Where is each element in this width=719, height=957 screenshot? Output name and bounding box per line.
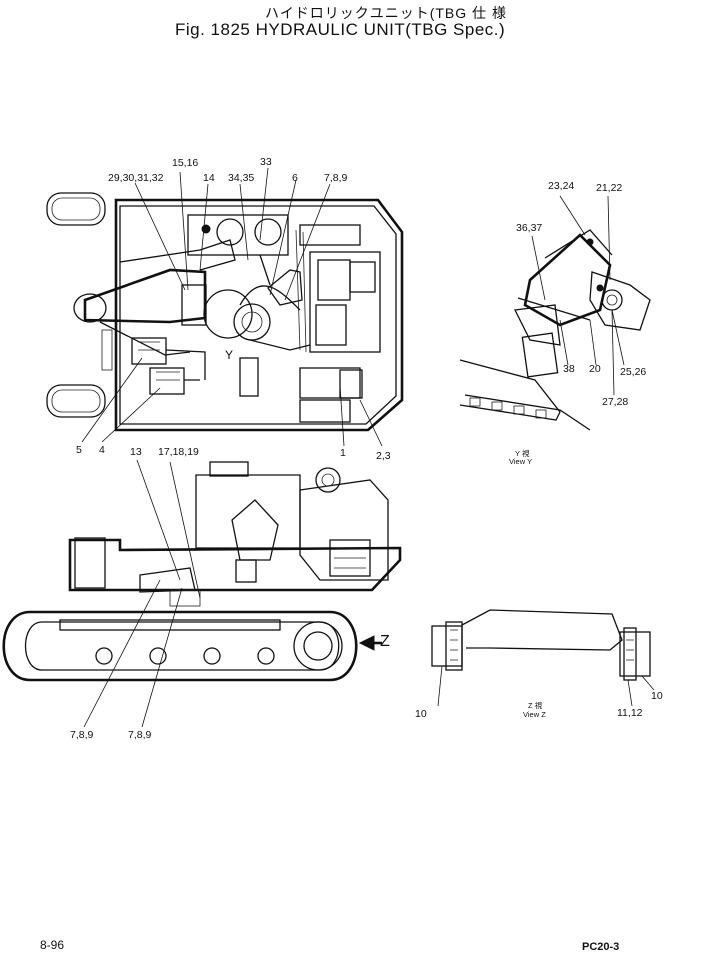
callout-7-8-9-b: 7,8,9 [128, 729, 152, 741]
callout-13: 13 [130, 446, 142, 458]
model-code: PC20-3 [582, 941, 620, 953]
callout-10-right: 10 [651, 690, 663, 702]
callout-15-16: 15,16 [172, 157, 199, 169]
marker-y: Y [225, 348, 234, 362]
callout-38: 38 [563, 363, 575, 375]
callout-5: 5 [76, 444, 82, 456]
callout-10-left: 10 [415, 708, 427, 720]
top-view-drawing [46, 192, 404, 432]
view-y-drawing [459, 229, 651, 431]
callout-7-8-9-top: 7,8,9 [324, 172, 348, 184]
callout-34-35: 34,35 [228, 172, 255, 184]
view-z-drawing [431, 609, 651, 681]
callout-33: 33 [260, 156, 272, 168]
callout-27-28: 27,28 [602, 396, 629, 408]
callout-25-26: 25,26 [620, 366, 647, 378]
view-y-caption: View Y [509, 457, 533, 466]
view-y-caption-jp: Y 視 [515, 449, 530, 458]
callout-36-37: 36,37 [516, 222, 543, 234]
leader-lines [81, 167, 655, 728]
callout-23-24: 23,24 [548, 180, 575, 192]
callout-14: 14 [203, 172, 215, 184]
view-z-caption-jp: Z 視 [528, 701, 543, 710]
side-view-drawing [2, 461, 402, 682]
figure-title: Fig. 1825 HYDRAULIC UNIT(TBG Spec.) [175, 20, 506, 39]
callout-11-12: 11,12 [617, 707, 643, 719]
callout-6: 6 [292, 172, 298, 184]
callout-7-8-9-a: 7,8,9 [70, 729, 94, 741]
callout-21-22: 21,22 [596, 182, 623, 194]
callout-29-30-31-32: 29,30,31,32 [108, 172, 164, 184]
figure-title-jp: ハイドロリックユニット(TBG 仕 様 [265, 5, 507, 21]
marker-z: Z [380, 633, 390, 650]
page-number: 8-96 [40, 938, 65, 952]
callout-1: 1 [340, 447, 346, 459]
callout-17-18-19: 17,18,19 [158, 446, 199, 458]
callout-20: 20 [589, 363, 601, 375]
view-z-caption: View Z [523, 710, 546, 719]
callout-4: 4 [99, 444, 105, 456]
callout-2-3: 2,3 [376, 450, 391, 462]
